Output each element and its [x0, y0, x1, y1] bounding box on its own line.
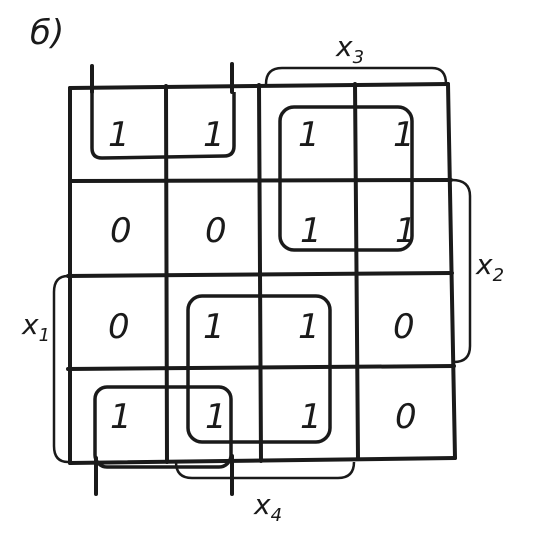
cell-r2-c1: 0 [110, 211, 132, 251]
cell-r1-c3: 1 [298, 115, 320, 155]
cell-r3-c1: 0 [108, 307, 130, 347]
cell-r4-c1: 1 [110, 397, 132, 437]
cell-values: 1 1 1 1 0 0 1 1 0 1 1 0 1 1 1 0 [108, 115, 417, 437]
karnaugh-grid [66, 62, 457, 496]
grid-col-line-3 [353, 82, 360, 461]
bracket-x1 [52, 274, 69, 464]
cell-r4-c2: 1 [205, 397, 227, 437]
bracket-x3 [264, 66, 448, 85]
panel-label: б) [30, 13, 64, 53]
bracket-x4 [174, 461, 356, 480]
group-top-left-pair [90, 92, 236, 160]
variable-brackets [52, 66, 472, 480]
group-loops [90, 92, 414, 469]
cell-r3-c3: 1 [298, 307, 320, 347]
cell-r4-c4: 0 [395, 397, 417, 437]
cell-r2-c2: 0 [205, 211, 227, 251]
label-x4: x4 [253, 488, 282, 526]
cell-r1-c4: 1 [393, 115, 415, 155]
label-x2: x2 [475, 248, 504, 286]
group-top-right-quad [278, 105, 414, 252]
cell-r1-c2: 1 [203, 115, 225, 155]
cell-r3-c4: 0 [393, 307, 415, 347]
bracket-x2 [451, 178, 472, 364]
cell-r1-c1: 1 [108, 115, 130, 155]
label-x3: x3 [335, 30, 364, 68]
grid-col-line-1 [164, 84, 169, 464]
cell-r3-c2: 1 [203, 307, 225, 347]
grid-col-line-2 [257, 83, 263, 463]
label-x1: x1 [21, 308, 50, 346]
group-center-quad [186, 294, 332, 444]
cell-r2-c3: 1 [300, 211, 322, 251]
grid-col-line-4 [446, 82, 457, 460]
cell-r2-c4: 1 [395, 211, 417, 251]
cell-r4-c3: 1 [300, 397, 322, 437]
group-bottom-left-pair [93, 385, 233, 469]
